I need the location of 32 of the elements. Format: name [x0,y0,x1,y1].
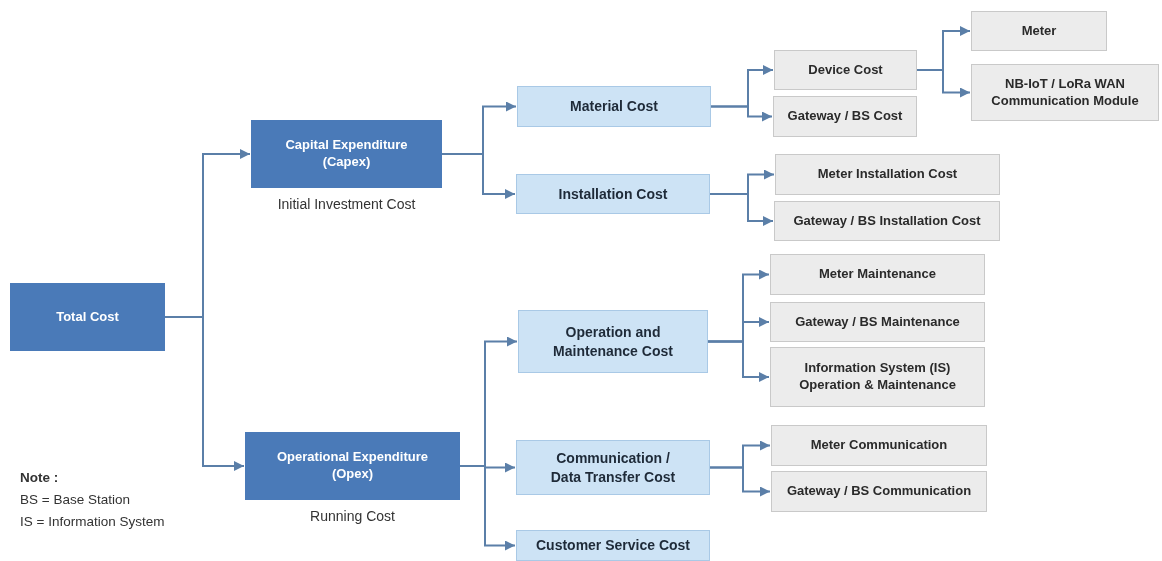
connector-arrow [710,105,773,122]
note-heading: Note : [20,470,59,485]
note-text: BS = Base Station [20,492,130,507]
connector-arrow [164,316,245,471]
item-box: Gateway / BS Communication [771,471,987,512]
item-box: Meter [971,11,1107,51]
process-box: Capital Expenditure (Capex) [251,120,442,188]
connector-arrow [459,465,516,551]
item-box: Gateway / BS Cost [773,96,917,137]
connector-arrow [707,340,770,382]
process-box: Total Cost [10,283,165,351]
connector-arrow [441,153,516,199]
item-box: Meter Communication [771,425,987,466]
connector-arrow [709,466,771,497]
item-box: Meter Maintenance [770,254,985,295]
category-box: Operation and Maintenance Cost [518,310,708,373]
process-box: Operational Expenditure (Opex) [245,432,460,500]
box-caption: Initial Investment Cost [277,196,416,212]
category-box: Installation Cost [516,174,710,214]
box-caption: Running Cost [310,508,395,524]
item-box: NB-IoT / LoRa WAN Communication Module [971,64,1159,121]
item-box: Gateway / BS Installation Cost [774,201,1000,241]
item-box: Device Cost [774,50,917,90]
category-box: Material Cost [517,86,711,127]
connector-arrow [916,69,971,98]
note-text: IS = Information System [20,514,165,529]
category-box: Customer Service Cost [516,530,710,561]
item-box: Information System (IS) Operation & Maintenance [770,347,985,407]
item-box: Meter Installation Cost [775,154,1000,195]
category-box: Communication / Data Transfer Cost [516,440,710,495]
connector-arrow [709,193,774,226]
item-box: Gateway / BS Maintenance [770,302,985,342]
